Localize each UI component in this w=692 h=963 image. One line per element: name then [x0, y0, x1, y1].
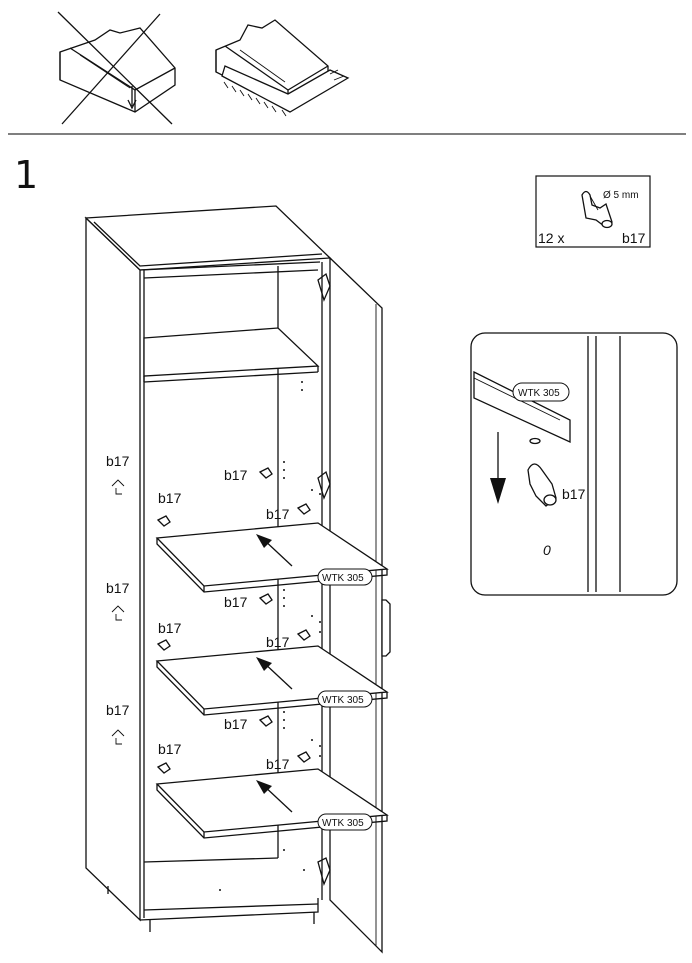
- pin-label: b17: [224, 594, 248, 610]
- pin-part-code: b17: [622, 230, 646, 246]
- pin-label: b17: [266, 634, 290, 650]
- detail-pin-code: b17: [562, 486, 586, 502]
- parts-box: Ø 5 mm 12 x b17: [535, 175, 651, 248]
- pin-label: b17: [158, 620, 182, 636]
- shelf-code: WTK 305: [322, 818, 364, 829]
- pin-label: b17: [224, 467, 248, 483]
- pin-label: b17: [158, 741, 182, 757]
- wrong-handling-icon: [57, 11, 176, 125]
- pin-label: b17: [224, 716, 248, 732]
- pin-label: b17: [266, 756, 290, 772]
- pin-diameter: Ø 5 mm: [603, 190, 639, 201]
- shelf-code: WTK 305: [322, 573, 364, 584]
- pin-label: b17: [106, 580, 130, 596]
- step-number: 1: [14, 153, 38, 197]
- pin-symbols: [111, 467, 311, 774]
- correct-handling-icon: [215, 19, 350, 117]
- detail-shelf-code: WTK 305: [518, 388, 560, 399]
- pin-label: b17: [266, 506, 290, 522]
- shelf-pin-icon: [581, 190, 613, 229]
- pin-label: b17: [158, 490, 182, 506]
- shelf-pin-icon: [527, 463, 557, 507]
- cabinet-drawing: [84, 205, 391, 954]
- pin-quantity: 12 x: [538, 230, 564, 246]
- detail-callout: WTK 305 b17 0: [470, 332, 678, 596]
- pin-label: b17: [106, 453, 130, 469]
- detail-hole-mark: 0: [543, 542, 551, 558]
- shelf-code: WTK 305: [322, 695, 364, 706]
- pin-label: b17: [106, 702, 130, 718]
- hole-dots: [219, 381, 321, 891]
